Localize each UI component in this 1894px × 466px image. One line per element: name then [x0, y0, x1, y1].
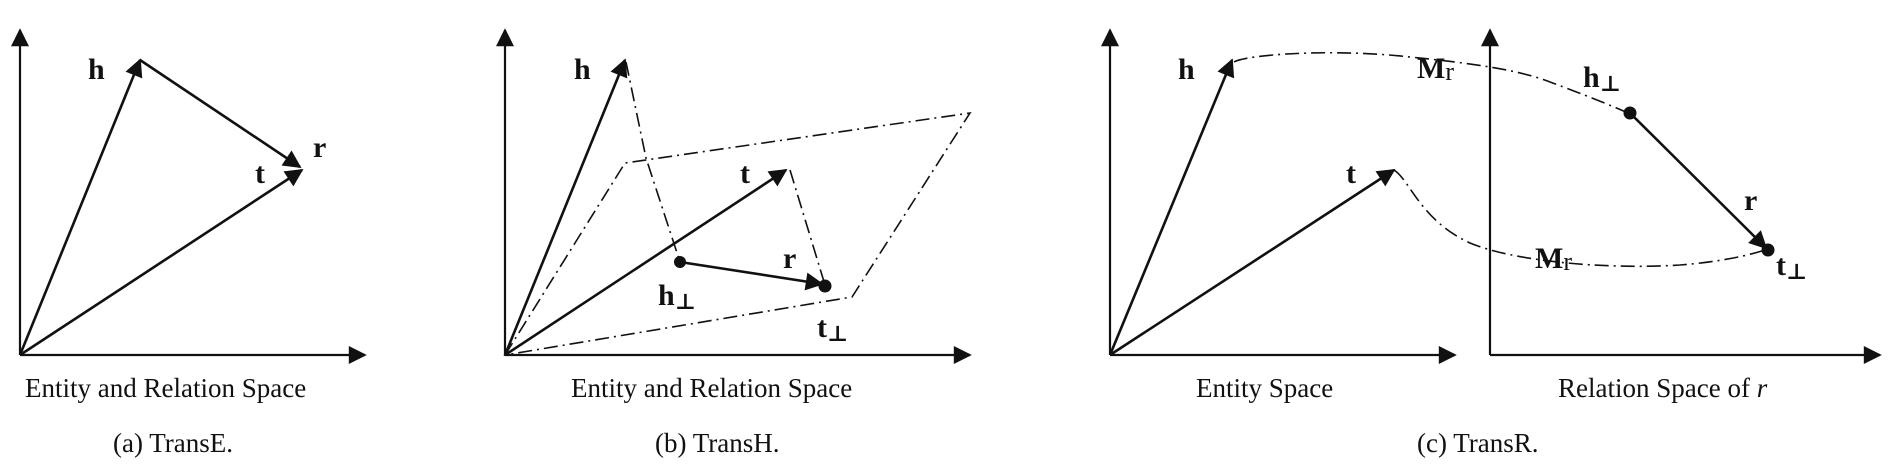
label-t: t [740, 157, 750, 190]
vector-h [503, 58, 628, 356]
label-t: t [1346, 157, 1356, 190]
mapping-curve-t [1393, 169, 1766, 268]
vector-h [1108, 58, 1235, 356]
label-r: r [1744, 184, 1757, 217]
M-letter: M [1535, 242, 1563, 275]
label-h-perp: h⊥ [1583, 61, 1621, 96]
point-h-perp [1623, 106, 1637, 120]
label-M-r-bottom: Mr [1535, 242, 1572, 276]
space-label: Entity and Relation Space [25, 373, 306, 403]
label-h-perp: h⊥ [658, 279, 696, 314]
caption-transh: (b) TransH. [655, 428, 780, 458]
M-subscript: r [1563, 247, 1572, 276]
label-t-perp: t⊥ [1776, 249, 1807, 284]
relation-space-prefix: Relation Space of [1558, 373, 1757, 403]
point-t-perp [818, 279, 832, 293]
label-h: h [1178, 53, 1195, 86]
vector-t [19, 168, 304, 357]
vector-r [139, 58, 302, 169]
label-r: r [783, 242, 796, 275]
perp-subscript: ⊥ [827, 321, 848, 346]
vector-t [1109, 168, 1396, 357]
panel-transr: h t r Mr Mr h⊥ t⊥ Entity Space Relation … [1101, 28, 1882, 458]
label-h-perp-letter: h [658, 279, 675, 312]
perp-subscript: ⊥ [675, 289, 696, 314]
space-label: Entity and Relation Space [571, 373, 852, 403]
vector-h [18, 58, 143, 356]
projection-h [625, 61, 681, 263]
relation-space-var: r [1757, 373, 1768, 403]
vector-t [504, 168, 788, 357]
label-t-perp-letter: t [1776, 249, 1786, 282]
label-t: t [255, 157, 265, 190]
caption-transe: (a) TransE. [113, 428, 233, 458]
caption-transr: (c) TransR. [1417, 428, 1539, 458]
relation-space-label: Relation Space of r [1558, 373, 1768, 403]
point-h-perp [674, 256, 686, 268]
hyperplane [503, 111, 972, 357]
label-h-perp-letter: h [1583, 61, 1600, 94]
label-r: r [313, 131, 326, 164]
projection-t [789, 169, 826, 286]
perp-subscript: ⊥ [1600, 71, 1621, 96]
M-letter: M [1417, 52, 1445, 85]
perp-subscript: ⊥ [1786, 259, 1807, 284]
vector-r [1629, 112, 1768, 250]
label-t-perp: t⊥ [817, 311, 848, 346]
point-t-perp [1761, 243, 1775, 257]
label-t-perp-letter: t [817, 311, 827, 344]
vector-r [679, 260, 824, 291]
M-subscript: r [1445, 57, 1454, 86]
entity-space-label: Entity Space [1196, 373, 1333, 403]
label-h: h [574, 53, 591, 86]
panel-transh: h t r h⊥ t⊥ Entity and Relation Space (b… [496, 28, 972, 458]
label-M-r-top: Mr [1417, 52, 1454, 86]
label-h: h [88, 53, 105, 86]
panel-transe: h t r Entity and Relation Space (a) Tran… [10, 28, 367, 458]
